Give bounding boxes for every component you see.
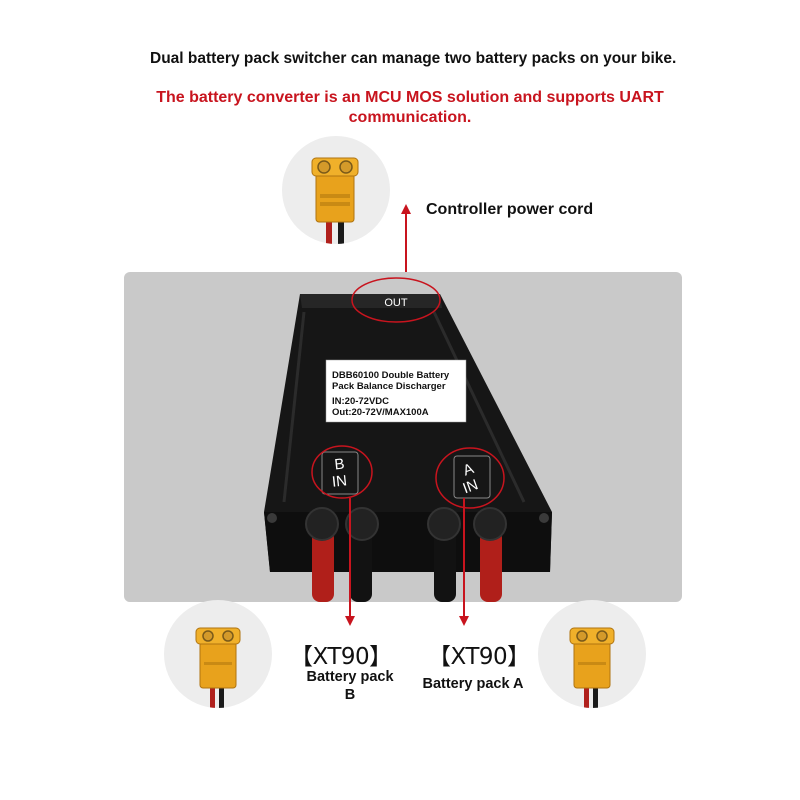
controller-connector-image — [282, 136, 390, 244]
port-b-arrow-icon — [345, 498, 355, 626]
sticker-line-3: IN:20-72VDC — [332, 396, 389, 407]
headline: Dual battery pack switcher can manage tw… — [150, 50, 677, 67]
port-out-label: OUT — [384, 297, 408, 309]
xt90-connector-icon — [195, 627, 241, 708]
battery-switcher-device: OUT DBB60100 Double Battery Pack Balance… — [264, 277, 552, 602]
xt90-connector-icon — [311, 157, 359, 244]
connector-b-type: 【XT90】 — [290, 644, 392, 670]
port-a-arrow-icon — [459, 498, 469, 626]
port-b-letter: B — [334, 456, 346, 474]
out-arrow-icon — [401, 204, 411, 280]
subheadline: The battery converter is an MCU MOS solu… — [156, 89, 664, 126]
sticker-line-4: Out:20-72V/MAX100A — [332, 407, 429, 418]
device-panel: OUT DBB60100 Double Battery Pack Balance… — [124, 272, 682, 602]
xt90-connector-icon — [569, 627, 615, 708]
sticker-line-2: Pack Balance Discharger — [332, 381, 446, 392]
port-a-in: IN — [461, 476, 481, 497]
battery-pack-b-label: Battery pack B — [306, 669, 394, 703]
battery-pack-b-connector-image — [164, 600, 272, 708]
battery-pack-a-connector-image — [538, 600, 646, 708]
port-b-in: IN — [331, 472, 348, 490]
connector-a-type: 【XT90】 — [428, 644, 530, 670]
sticker-line-1: DBB60100 Double Battery — [332, 370, 450, 381]
battery-pack-a-label: Battery pack A — [422, 676, 524, 692]
controller-power-cord-label: Controller power cord — [426, 201, 594, 218]
